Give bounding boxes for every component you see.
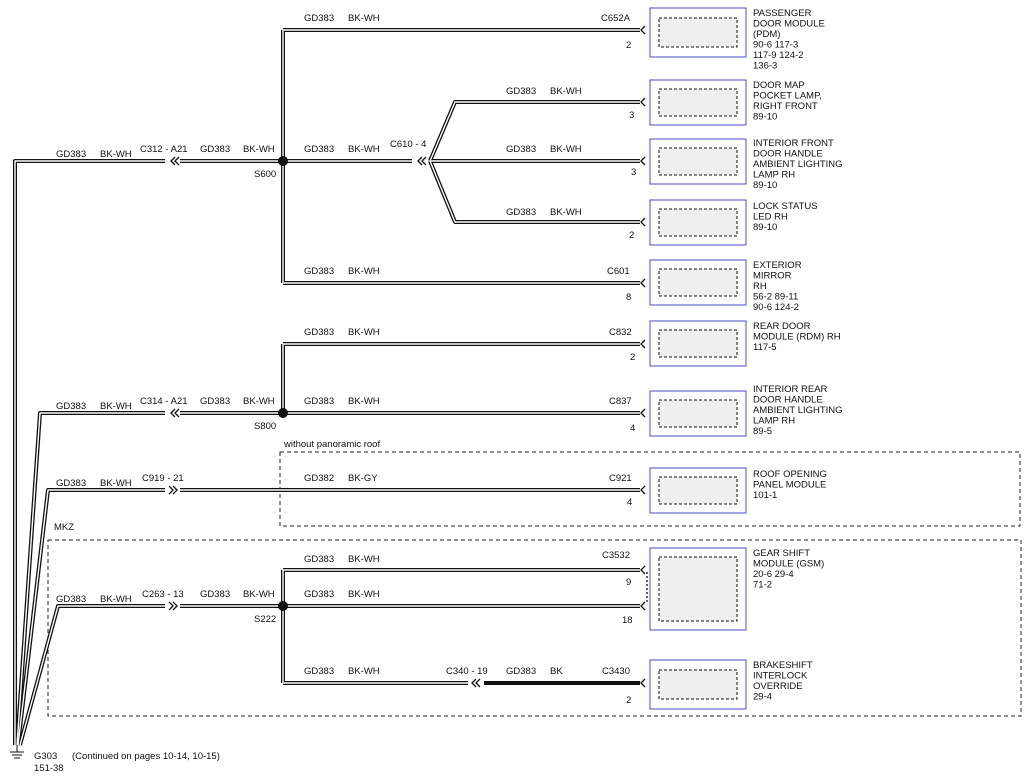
region-mkz [47, 539, 1022, 717]
component-roof-panel-module-label: ROOF OPENING PANEL MODULE 101-1 [753, 469, 830, 501]
inline-connector-c919 [168, 485, 178, 495]
connector-c837: C837 [609, 396, 632, 407]
label-c314: C314 - A21 [140, 396, 188, 407]
wire-color: BK-WH [243, 396, 275, 407]
component-front-handle-lamp-label: INTERIOR FRONT DOOR HANDLE AMBIENT LIGHT… [753, 138, 845, 191]
wire-color: BK-WH [348, 266, 380, 277]
pin-number: 2 [630, 352, 635, 363]
wire-color: BK-WH [348, 589, 380, 600]
inline-connector-c610 [417, 156, 427, 166]
wire-color: BK-WH [100, 401, 132, 412]
pin-number: 9 [626, 577, 631, 588]
region-label-without-panoramic-roof: without panoramic roof [283, 439, 380, 450]
wire-circuit: GD383 [304, 327, 334, 338]
component-rear-handle-lamp-label: INTERIOR REAR DOOR HANDLE AMBIENT LIGHTI… [753, 384, 845, 437]
pin-number: 4 [630, 423, 635, 434]
inline-connector-c312 [170, 156, 180, 166]
splice-s800-label: S800 [254, 421, 276, 432]
ground-page-ref: 151-38 [34, 763, 64, 774]
pin-number: 3 [629, 110, 634, 121]
wire-circuit: GD383 [506, 207, 536, 218]
wire-circuit: GD383 [56, 594, 86, 605]
splice-s600-dot [278, 156, 288, 166]
wire-circuit: GD383 [200, 144, 230, 155]
wire-circuit: GD383 [304, 396, 334, 407]
wire-circuit: GD383 [506, 666, 536, 677]
wire-color: BK-GY [348, 473, 378, 484]
ground-continued-note: (Continued on pages 10-14, 10-15) [72, 751, 220, 762]
wire-color: BK-WH [348, 327, 380, 338]
wire-circuit: GD383 [506, 86, 536, 97]
wire-color: BK-WH [243, 144, 275, 155]
wire-color: BK-WH [348, 554, 380, 565]
pin-arrows [640, 25, 648, 688]
wire-circuit: GD383 [304, 266, 334, 277]
label-c919: C919 - 21 [142, 473, 184, 484]
pin-number: 18 [622, 615, 633, 626]
ground-name: G303 [34, 751, 57, 762]
wire-circuit: GD383 [56, 401, 86, 412]
wire-color: BK-WH [550, 207, 582, 218]
component-pdm-label: PASSENGER DOOR MODULE (PDM) 90-6 117-3 1… [753, 8, 827, 72]
connector-c3532: C3532 [602, 550, 630, 561]
wire-circuit: GD383 [56, 149, 86, 160]
wire-circuit: GD383 [200, 396, 230, 407]
connector-c921: C921 [609, 473, 632, 484]
component-boxes [649, 7, 747, 710]
wires [13, 28, 640, 746]
component-exterior-mirror-label: EXTERIOR MIRROR RH 56-2 89-11 90-6 124-2 [753, 260, 804, 313]
wire-circuit: GD382 [304, 473, 334, 484]
inline-connector-c340 [471, 678, 481, 688]
wire-circuit: GD383 [304, 666, 334, 677]
wire-color: BK-WH [550, 144, 582, 155]
wire-color: BK-WH [550, 86, 582, 97]
pin-number: 2 [626, 695, 631, 706]
connector-c832: C832 [609, 327, 632, 338]
connector-c601: C601 [607, 266, 630, 277]
splice-s222-label: S222 [254, 614, 276, 625]
wire-color: BK-WH [100, 149, 132, 160]
wire-labels: GD383 BK-WH GD383 BK-WH GD383 BK-WH GD38… [56, 13, 582, 677]
wire-circuit: GD383 [304, 589, 334, 600]
wire-color: BK-WH [348, 396, 380, 407]
wire-cores [14, 29, 640, 746]
label-c610: C610 - 4 [390, 139, 426, 150]
wire-color: BK [550, 666, 563, 677]
connector-c3430: C3430 [602, 666, 630, 677]
wire-color: BK-WH [348, 144, 380, 155]
component-rdm-label: REAR DOOR MODULE (RDM) RH 117-5 [753, 321, 843, 353]
wire-circuit: GD383 [506, 144, 536, 155]
ground-icon [10, 745, 24, 759]
inline-connector-c263 [168, 601, 178, 611]
label-c312: C312 - A21 [140, 144, 188, 155]
splice-s222-dot [278, 601, 288, 611]
component-door-map-lamp-label: DOOR MAP POCKET LAMP, RIGHT FRONT 89-10 [753, 80, 824, 123]
connector-c652a: C652A [601, 13, 631, 24]
component-lock-status-led-label: LOCK STATUS LED RH 89-10 [753, 201, 820, 233]
splice-s800-dot [278, 408, 288, 418]
pin-number: 2 [629, 230, 634, 241]
wire-color: BK-WH [100, 594, 132, 605]
wire-circuit: GD383 [56, 478, 86, 489]
wire-circuit: GD383 [304, 144, 334, 155]
splice-s600-label: S600 [254, 169, 276, 180]
component-gsm-label: GEAR SHIFT MODULE (GSM) 20-6 29-4 71-2 [753, 548, 827, 591]
label-c340: C340 - 19 [446, 666, 488, 677]
pin-number: 3 [631, 167, 636, 178]
wire-color: BK-WH [243, 589, 275, 600]
pin-number: 8 [626, 292, 631, 303]
wire-color: BK-WH [348, 666, 380, 677]
region-label-mkz: MKZ [54, 522, 74, 533]
wire-color: BK-WH [348, 13, 380, 24]
wire-color: BK-WH [100, 478, 132, 489]
inline-connector-c314 [170, 408, 180, 418]
wire-circuit: GD383 [304, 554, 334, 565]
component-brakeshift-override-label: BRAKESHIFT INTERLOCK OVERRIDE 29-4 [753, 660, 815, 703]
pin-number: 4 [627, 497, 632, 508]
pin-number: 2 [626, 40, 631, 51]
wire-circuit: GD383 [304, 13, 334, 24]
wire-circuit: GD383 [200, 589, 230, 600]
label-c263: C263 - 13 [142, 589, 184, 600]
